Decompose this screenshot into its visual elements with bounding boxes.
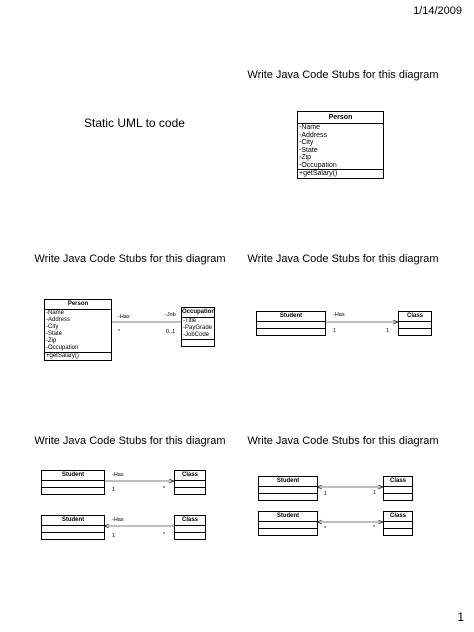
class-methods: [182, 340, 214, 346]
slide-6-bottom-student-class: Student: [258, 511, 318, 536]
assoc-role: -Has: [112, 517, 124, 523]
slide-3-occupation-class: Occupation -Title -PayGrade -JobCode: [181, 307, 215, 347]
assoc-role-left: -Has: [118, 314, 130, 320]
attribute: -Address: [46, 317, 71, 323]
class-methods: +getSalary(): [298, 170, 383, 178]
class-name: Student: [42, 516, 104, 526]
slide-6-top-class-class: Class: [383, 476, 413, 501]
class-name: Student: [259, 477, 317, 487]
slide-6-top-student-class: Student: [258, 476, 318, 501]
class-name: Person: [298, 112, 383, 124]
class-methods: +getSalary(): [45, 353, 111, 360]
method: +getSalary(): [46, 353, 79, 359]
attribute: -Name: [46, 310, 65, 316]
assoc-role: -Has: [112, 472, 124, 478]
assoc-mult-left: 1: [324, 491, 328, 497]
attribute: -State: [299, 146, 318, 154]
assoc-mult-right: 1: [373, 490, 377, 496]
attribute: -Occupation: [299, 161, 337, 169]
slide-4-student-class: Student: [256, 311, 326, 336]
class-attributes: -Name -Address -City -State -Zip -Occupa…: [298, 124, 383, 170]
attribute: -Name: [299, 124, 321, 131]
attribute: -State: [46, 331, 63, 337]
assoc-mult-right: 1: [386, 328, 390, 334]
slide-1-title: Static UML to code: [84, 116, 185, 130]
slide-5-top-class-class: Class: [174, 470, 206, 495]
attribute: -PayGrade: [183, 325, 213, 331]
slide-5-title: Write Java Code Stubs for this diagram: [34, 435, 226, 447]
class-attributes: -Name -Address -City -State -Zip -Occupa…: [45, 310, 111, 353]
class-name: Class: [399, 312, 431, 322]
assoc-mult-right: *: [163, 486, 166, 492]
slide-5-bottom-student-class: Student: [41, 515, 105, 540]
class-name: Student: [42, 471, 104, 481]
class-attributes: -Title -PayGrade -JobCode: [182, 318, 214, 340]
slide-4-title: Write Java Code Stubs for this diagram: [247, 253, 439, 265]
class-name: Student: [257, 312, 325, 322]
page-number: 1: [457, 610, 464, 624]
method: +getSalary(): [299, 170, 338, 177]
slide-3-person-class: Person -Name -Address -City -State -Zip …: [44, 299, 112, 361]
class-name: Class: [384, 477, 412, 487]
assoc-mult-right: *: [163, 532, 166, 538]
attribute: -Occupation: [46, 345, 79, 351]
class-name: Class: [175, 471, 205, 481]
slide-5-top-student-class: Student: [41, 470, 105, 495]
slide-3-title: Write Java Code Stubs for this diagram: [34, 253, 226, 265]
class-name: Student: [259, 512, 317, 522]
attribute: -Title: [183, 318, 197, 324]
attribute: -JobCode: [183, 332, 210, 338]
slide-5-bottom-class-class: Class: [174, 515, 206, 540]
assoc-role-right: -Job: [165, 312, 176, 318]
assoc-mult-right: 0..1: [166, 329, 176, 335]
attribute: -Zip: [299, 154, 312, 161]
assoc-mult-right: *: [373, 525, 376, 531]
header-date: 1/14/2009: [413, 5, 462, 17]
attribute: -Zip: [46, 338, 57, 344]
slide-6-bottom-class-class: Class: [383, 511, 413, 536]
slide-2-title: Write Java Code Stubs for this diagram: [247, 69, 439, 81]
class-name: Class: [175, 516, 205, 526]
class-name: Class: [384, 512, 412, 522]
attribute: -City: [46, 324, 59, 330]
slide-6-title: Write Java Code Stubs for this diagram: [247, 435, 439, 447]
assoc-mult-left: 1: [112, 487, 116, 493]
slide-4-class-class: Class: [398, 311, 432, 336]
assoc-mult-left: 1: [333, 328, 337, 334]
assoc-role: -Has: [333, 312, 345, 318]
class-name: Occupation: [182, 308, 215, 318]
assoc-mult-left: *: [118, 329, 121, 335]
assoc-mult-left: 1: [112, 533, 116, 539]
assoc-mult-left: *: [324, 526, 327, 532]
attribute: -Address: [299, 131, 328, 139]
slide-2-person-class: Person -Name -Address -City -State -Zip …: [297, 111, 384, 179]
attribute: -City: [299, 139, 314, 146]
class-name: Person: [45, 300, 111, 310]
